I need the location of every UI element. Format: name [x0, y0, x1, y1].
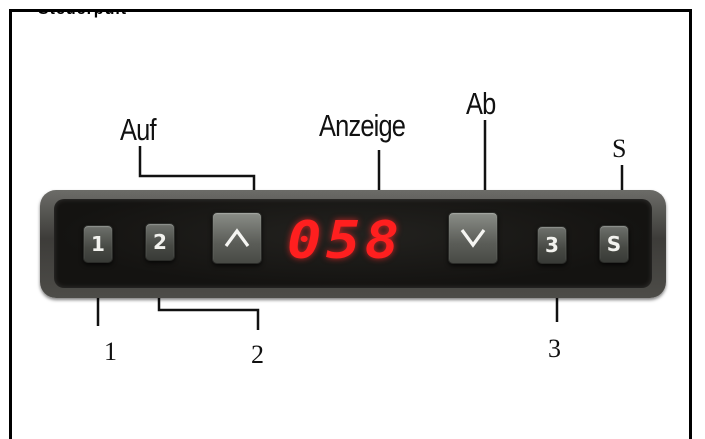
memory-1-button[interactable]: 1	[83, 225, 113, 263]
memory-2-button[interactable]: 2	[145, 223, 175, 261]
down-button[interactable]	[448, 212, 498, 264]
label-up: Auf	[120, 112, 157, 147]
label-button-2: 2	[251, 340, 264, 369]
label-button-1: 1	[104, 337, 117, 366]
label-save: S	[612, 134, 627, 163]
memory-3-button[interactable]: 3	[537, 226, 567, 264]
chevron-up-icon	[224, 228, 250, 248]
up-button[interactable]	[212, 212, 262, 264]
label-button-3: 3	[548, 334, 561, 363]
save-button[interactable]: S	[599, 225, 629, 263]
height-display: 058	[287, 211, 404, 271]
figure-frame: Steuerpult	[9, 9, 692, 439]
chevron-down-icon	[460, 228, 486, 248]
label-down: Ab	[466, 86, 496, 121]
label-display: Anzeige	[319, 108, 406, 143]
header-fragment: Steuerpult	[38, 1, 128, 18]
